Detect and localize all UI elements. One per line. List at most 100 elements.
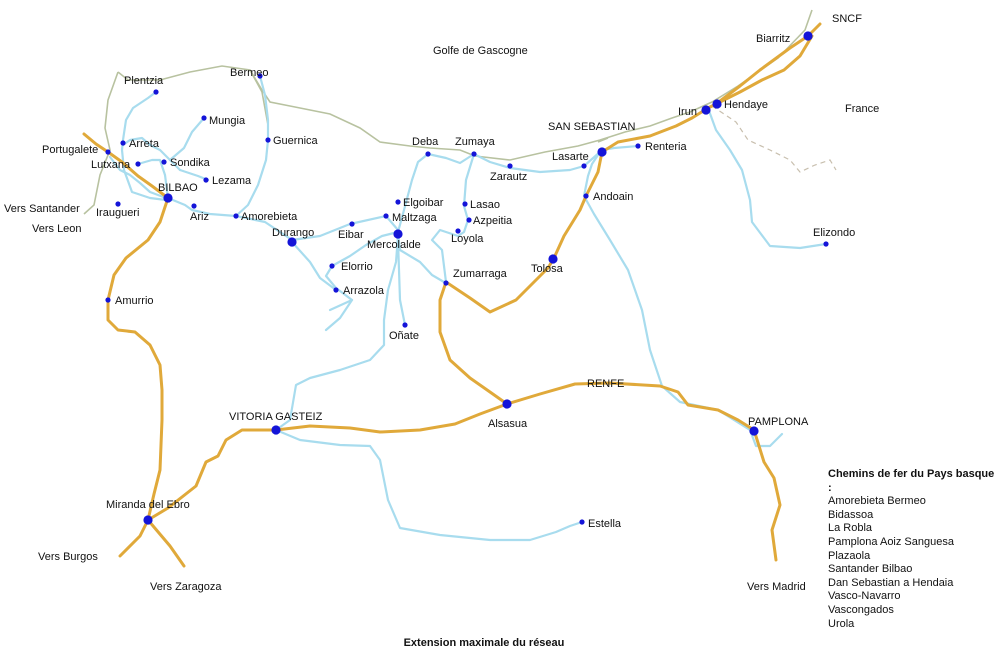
station-plentzia[interactable] xyxy=(153,89,159,95)
station-label-san-sebastian: SAN SEBASTIAN xyxy=(548,121,635,133)
direction-label-burgos: Vers Burgos xyxy=(38,551,98,563)
station-amurrio[interactable] xyxy=(105,297,111,303)
station-lasao[interactable] xyxy=(462,201,468,207)
station-label-lasao: Lasao xyxy=(470,199,500,211)
map-caption: Extension maximale du réseau xyxy=(403,637,565,649)
network-label-renfe: RENFE xyxy=(587,378,624,390)
stations xyxy=(105,31,829,525)
station-label-amurrio: Amurrio xyxy=(115,295,154,307)
station-vitoria[interactable] xyxy=(271,425,281,435)
station-label-onate: Oñate xyxy=(389,330,419,342)
station-label-bermeo: Bermeo xyxy=(230,67,269,79)
station-lezama[interactable] xyxy=(203,177,209,183)
station-andoain[interactable] xyxy=(583,193,589,199)
station-elizondo[interactable] xyxy=(823,241,829,247)
legend-item: Amorebieta Bermeo xyxy=(828,495,926,508)
station-label-arrazola: Arrazola xyxy=(343,285,385,297)
legend-item: Vascongados xyxy=(828,603,894,616)
direction-label-madrid: Vers Madrid xyxy=(747,581,806,593)
legend-title: Chemins de fer du Pays basque : xyxy=(828,468,995,494)
station-label-zumaya: Zumaya xyxy=(455,136,496,148)
station-guernica[interactable] xyxy=(265,137,271,143)
station-ariz[interactable] xyxy=(191,203,197,209)
sea-label: Golfe de Gascogne xyxy=(433,45,528,57)
station-alsasua[interactable] xyxy=(502,399,512,409)
station-mungia[interactable] xyxy=(201,115,207,121)
station-label-estella: Estella xyxy=(588,518,622,530)
station-lasarte[interactable] xyxy=(581,163,587,169)
station-label-renteria: Renteria xyxy=(645,141,687,153)
legend-item: Pamplona Aoiz Sanguesa xyxy=(828,535,954,548)
station-label-lasarte: Lasarte xyxy=(552,151,589,163)
station-amorebieta[interactable] xyxy=(233,213,239,219)
broad-gauge-lines xyxy=(82,22,822,568)
station-zarautz[interactable] xyxy=(507,163,513,169)
station-renteria[interactable] xyxy=(635,143,641,149)
station-sondika[interactable] xyxy=(161,159,167,165)
station-label-lutxana: Lutxana xyxy=(91,159,131,171)
station-iraugueri[interactable] xyxy=(115,201,121,207)
legend-item: La Robla xyxy=(828,522,873,535)
station-san-sebastian[interactable] xyxy=(597,147,607,157)
station-miranda[interactable] xyxy=(143,515,153,525)
station-label-maltzaga: Maltzaga xyxy=(392,212,438,224)
station-deba[interactable] xyxy=(425,151,431,157)
station-biarritz[interactable] xyxy=(803,31,813,41)
station-label-tolosa: Tolosa xyxy=(531,263,564,275)
legend-item: Vasco-Navarro xyxy=(828,590,901,603)
station-arreta[interactable] xyxy=(120,140,126,146)
station-label-sondika: Sondika xyxy=(170,157,211,169)
station-label-biarritz: Biarritz xyxy=(756,33,790,45)
station-label-eibar: Eibar xyxy=(338,229,364,241)
station-label-plentzia: Plentzia xyxy=(124,75,164,87)
station-onate[interactable] xyxy=(402,322,408,328)
country-label: France xyxy=(845,103,879,115)
station-label-miranda: Miranda del Ebro xyxy=(106,499,190,511)
station-maltzaga[interactable] xyxy=(383,213,389,219)
station-label-azpeitia: Azpeitia xyxy=(473,215,513,227)
station-bermeo[interactable] xyxy=(257,73,263,79)
station-bilbao[interactable] xyxy=(163,193,173,203)
station-durango[interactable] xyxy=(287,237,297,247)
station-portugalete[interactable] xyxy=(105,149,111,155)
legend: Chemins de fer du Pays basque : Amorebie… xyxy=(828,468,998,631)
station-zumaya[interactable] xyxy=(471,151,477,157)
map-caption-wrapper: Extension maximale du réseau xyxy=(0,633,1000,651)
coastline xyxy=(83,9,813,215)
station-label-bilbao: BILBAO xyxy=(158,182,198,194)
station-hendaye[interactable] xyxy=(712,99,722,109)
legend-item: Bidassoa xyxy=(828,508,874,521)
station-label-elizondo: Elizondo xyxy=(813,227,855,239)
station-tolosa[interactable] xyxy=(548,254,558,264)
border-line xyxy=(711,105,837,173)
station-label-elgoibar: Elgoibar xyxy=(403,197,444,209)
station-label-mungia: Mungia xyxy=(209,115,246,127)
station-loyola[interactable] xyxy=(455,228,461,234)
station-elgoibar[interactable] xyxy=(395,199,401,205)
legend-item: Dan Sebastian a Hendaia xyxy=(828,576,954,589)
station-mercolalde[interactable] xyxy=(393,229,403,239)
station-label-andoain: Andoain xyxy=(593,191,633,203)
legend-item: Urola xyxy=(828,617,855,630)
station-azpeitia[interactable] xyxy=(466,217,472,223)
station-arrazola[interactable] xyxy=(333,287,339,293)
station-estella[interactable] xyxy=(579,519,585,525)
legend-item: Plazaola xyxy=(828,549,871,562)
station-label-iraugueri: Iraugueri xyxy=(96,207,139,219)
map-labels: Golfe de Gascogne France SNCF RENFE Plen… xyxy=(4,13,879,593)
station-label-amorebieta: Amorebieta xyxy=(241,211,298,223)
station-lutxana[interactable] xyxy=(135,161,141,167)
station-label-deba: Deba xyxy=(412,136,439,148)
station-zumarraga[interactable] xyxy=(443,280,449,286)
station-label-mercolalde: Mercolalde xyxy=(367,239,421,251)
station-irun[interactable] xyxy=(701,105,711,115)
station-label-hendaye: Hendaye xyxy=(724,99,768,111)
station-eibar[interactable] xyxy=(349,221,355,227)
station-label-irun: Irun xyxy=(678,106,697,118)
station-elorrio[interactable] xyxy=(329,263,335,269)
network-label-sncf: SNCF xyxy=(832,13,862,25)
station-pamplona[interactable] xyxy=(749,426,759,436)
station-label-pamplona: PAMPLONA xyxy=(748,416,809,428)
station-label-ariz: Ariz xyxy=(190,211,209,223)
